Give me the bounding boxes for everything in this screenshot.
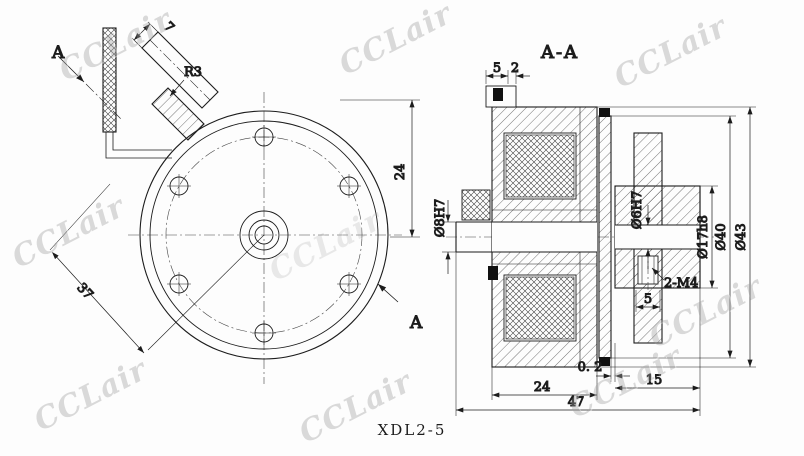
dim-center-offset: 24: [393, 164, 408, 181]
dim-tapped-holes: 2-M4: [664, 276, 698, 291]
hub-circle: [239, 210, 289, 260]
flange-inner-circle: [149, 120, 379, 350]
armature-disc: [598, 108, 612, 366]
bearing-collar: [461, 189, 491, 221]
dim-air-gap: 0. 2: [578, 360, 603, 375]
dim-arm-width: 7: [160, 19, 176, 35]
dim-total-length: 47: [568, 395, 585, 410]
output-hub: [614, 132, 701, 344]
dim-arm-length: 37: [73, 280, 95, 302]
dim-outer-dia: Ø43: [734, 223, 749, 250]
dim-cap-width: 5: [493, 61, 501, 76]
bore-circle: [254, 225, 274, 245]
dim-cap-step: 2: [511, 61, 519, 76]
section-label-top: A: [51, 43, 65, 63]
section-view-dimensions: [442, 70, 756, 416]
section-view: A-A: [432, 41, 756, 416]
front-view-dimensions: [49, 21, 420, 354]
front-view-centerlines: [128, 92, 402, 384]
drawing-caption: XDL2-5: [378, 421, 447, 439]
dim-armature-dia: Ø40: [714, 223, 729, 250]
shaft-circle: [248, 219, 280, 251]
flange-outer-circle: [139, 110, 389, 360]
dim-corner-radius: R3: [184, 65, 202, 80]
section-view-title: A-A: [540, 42, 579, 63]
bolt-holes: [167, 125, 361, 345]
dim-stator-width: 24: [534, 380, 551, 395]
terminal-bracket: [102, 27, 219, 159]
stator-body: [485, 85, 598, 368]
section-label-bottom: A: [409, 313, 423, 333]
dim-bore-output: Ø6H7: [630, 191, 645, 230]
section-line: [57, 55, 399, 351]
front-view: A A 7 R3 37 24: [49, 19, 424, 384]
input-shaft: [455, 221, 492, 253]
dim-hub-dia: Ø17h8: [696, 215, 711, 259]
dim-bore-input: Ø8H7: [433, 199, 448, 238]
dim-hub-length: 15: [646, 373, 663, 388]
dim-tap-offset: 5: [644, 292, 652, 307]
